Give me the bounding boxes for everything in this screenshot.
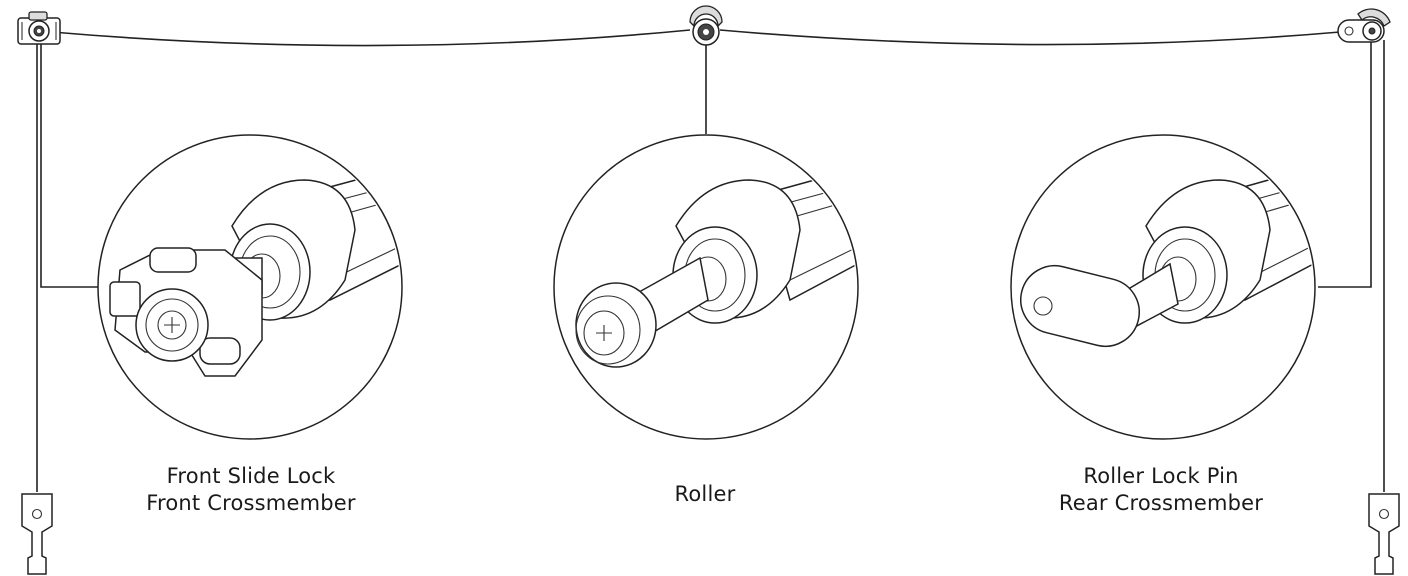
right-hang-tag xyxy=(1368,493,1400,575)
front-label-line1: Front Slide Lock xyxy=(166,464,336,488)
roller-illustration xyxy=(553,134,859,440)
front-slide-lock-label: Front Slide Lock Front Crossmember xyxy=(91,463,411,517)
lock-pin-node-icon xyxy=(1337,8,1391,43)
roller-label: Roller xyxy=(545,481,865,508)
center-label-line1: Roller xyxy=(674,482,736,506)
roller-lock-pin-label: Roller Lock Pin Rear Crossmember xyxy=(1001,463,1321,517)
camera-mount-icon xyxy=(17,11,61,45)
top-cable-right xyxy=(719,29,1341,46)
front-label-line2: Front Crossmember xyxy=(146,491,356,515)
right-connector-line xyxy=(1318,40,1372,288)
roller-lock-pin-illustration xyxy=(1010,134,1316,440)
rear-label-line2: Rear Crossmember xyxy=(1058,491,1264,515)
roller-node-icon xyxy=(689,5,723,46)
top-cable-left xyxy=(51,29,691,47)
rear-label-line1: Roller Lock Pin xyxy=(1083,464,1239,488)
left-hang-tag xyxy=(21,493,53,575)
left-connector-line xyxy=(40,44,100,288)
front-slide-lock-illustration xyxy=(97,134,403,440)
